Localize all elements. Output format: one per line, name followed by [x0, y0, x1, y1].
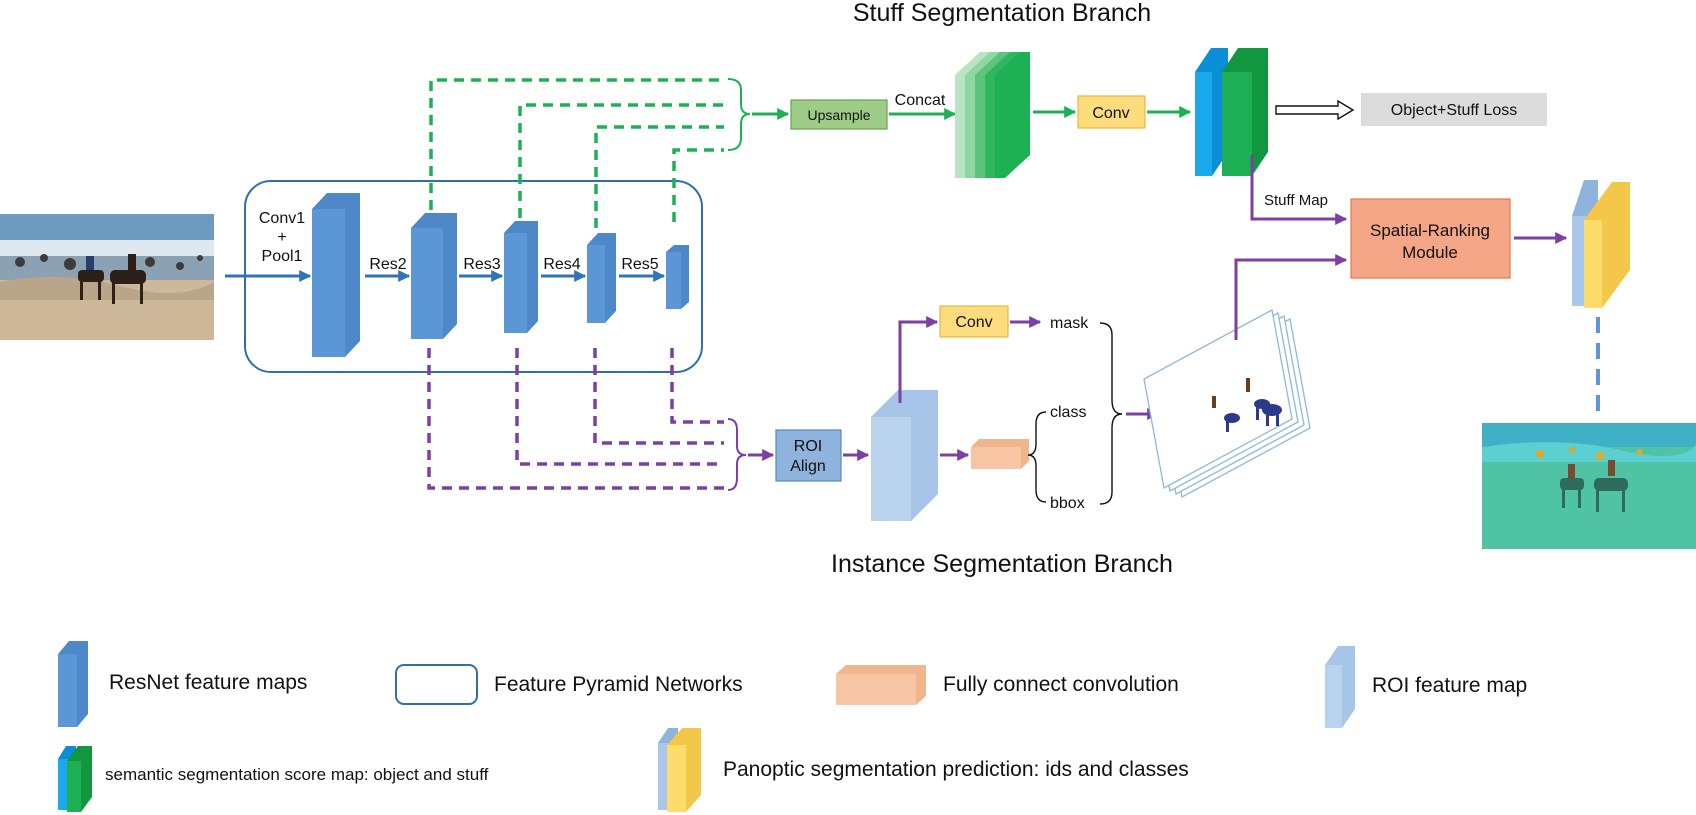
instance-merge-brace [727, 418, 747, 491]
legend-resnet-swatch [58, 641, 88, 727]
roi-align-label-line1: ROI [794, 438, 822, 455]
res3-label: Res3 [463, 256, 500, 273]
legend-semantic-swatch [58, 746, 92, 812]
instance-branch-title: Instance Segmentation Branch [831, 550, 1173, 578]
instance-mask-stack [1143, 309, 1311, 498]
loss-box [1361, 93, 1547, 126]
loss-label: Object+Stuff Loss [1391, 102, 1517, 119]
instances-to-ranking-arrow [1234, 254, 1348, 340]
res4-label: Res4 [543, 256, 580, 273]
legend-fc-label: Fully connect convolution [943, 673, 1179, 696]
resnet-feature-map-res2 [411, 213, 457, 339]
upsample-label: Upsample [807, 107, 870, 123]
concat-feature-stack [955, 52, 1030, 178]
resnet-feature-map-res4 [587, 233, 616, 323]
stuff-map-arrow [1250, 155, 1348, 225]
instance-silhouettes [1212, 378, 1282, 432]
spatial-ranking-label-line1: Spatial-Ranking [1370, 221, 1490, 240]
roi-feature-map [871, 390, 938, 521]
legend-fpn-label: Feature Pyramid Networks [494, 673, 743, 696]
input-image [0, 214, 214, 340]
legend-panoptic-label: Panoptic segmentation prediction: ids an… [723, 758, 1189, 781]
stuff-branch-title: Stuff Segmentation Branch [853, 0, 1151, 27]
fully-connect-block [971, 439, 1029, 469]
stuff-map-label: Stuff Map [1264, 192, 1328, 209]
concat-label: Concat [895, 92, 946, 109]
resnet-feature-map-res3 [504, 221, 538, 333]
resnet-feature-map-res5 [666, 245, 689, 309]
res5-label: Res5 [621, 256, 658, 273]
stuff-tap-res4 [594, 125, 724, 228]
stuff-conv-box [1077, 95, 1146, 129]
roi-align-label-line2: Align [790, 458, 826, 475]
loss-arrow [1275, 99, 1355, 121]
pool1-label: Pool1 [262, 248, 303, 265]
upsample-box [790, 99, 888, 130]
roi-to-mask-conv-arrow [898, 316, 939, 403]
class-bbox-brace [1027, 411, 1047, 503]
instance-conv-label: Conv [955, 314, 992, 331]
panoptic-prediction [1572, 180, 1630, 308]
conv1-label: Conv1 [259, 210, 305, 227]
class-label: class [1050, 404, 1086, 421]
instance-tap-res4 [593, 348, 724, 445]
semantic-score-map [1195, 48, 1268, 176]
legend-resnet-label: ResNet feature maps [109, 671, 308, 694]
legend-panoptic-swatch [658, 728, 701, 812]
legend-fc-swatch [836, 665, 926, 705]
instance-tap-res5 [670, 348, 724, 424]
res2-label: Res2 [369, 256, 406, 273]
stuff-tap-res3 [518, 103, 724, 218]
bbox-label: bbox [1050, 495, 1085, 512]
stuff-tap-res5 [672, 148, 724, 222]
instance-conv-box [939, 305, 1009, 338]
output-panoptic-image [1482, 423, 1696, 549]
legend-roi-label: ROI feature map [1372, 674, 1528, 697]
legend-fpn-swatch [395, 664, 478, 705]
legend-semantic-label: semantic segmentation score map: object … [105, 765, 489, 784]
spatial-ranking-label-line2: Module [1402, 243, 1458, 262]
spatial-ranking-module [1350, 198, 1511, 279]
conv1-plus-label: + [277, 229, 286, 246]
stuff-conv-label: Conv [1092, 105, 1129, 122]
instance-tap-res2 [427, 348, 724, 490]
mask-label: mask [1050, 315, 1089, 332]
instance-tap-res3 [515, 348, 724, 466]
head-merge-brace [1099, 322, 1123, 505]
stuff-tap-res2 [429, 78, 724, 210]
legend-roi-swatch [1325, 646, 1355, 728]
stuff-merge-brace [727, 78, 751, 151]
resnet-feature-map-conv1 [312, 193, 360, 357]
roi-align-box [775, 429, 842, 482]
